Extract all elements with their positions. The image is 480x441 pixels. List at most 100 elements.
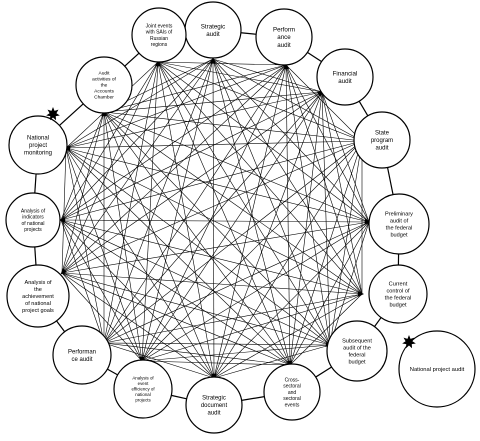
node-label-line: national [135, 392, 150, 397]
edge-strategic-audit-strategic-document-audit [212, 58, 215, 379]
node-label-line: audit of the [343, 345, 371, 351]
edge-strategic-audit-state-program-audit [212, 58, 363, 142]
ring-link-audit-activities-accounts-chamber [124, 52, 140, 67]
ring-link-subsequent-audit [315, 366, 332, 378]
edge-analysis-indicators-audit-activities-accounts-chamber [60, 111, 105, 221]
node-label-line: projects [135, 398, 151, 403]
edge-analysis-achievement-goals-national-project-monitoring [61, 147, 67, 274]
node-label-line: federal [348, 352, 365, 358]
node-label-line: ance [277, 34, 291, 41]
edge-state-program-audit-joint-events-sai [157, 61, 363, 142]
ring-link-state-program-audit [386, 167, 394, 195]
edge-strategic-audit-preliminary-audit [212, 58, 370, 223]
edge-preliminary-audit-cross-sectoral-events [289, 221, 370, 366]
node-label-line: the federal [385, 295, 411, 301]
node-label-line: budget [348, 359, 366, 365]
node-label-line: Chamber [94, 95, 114, 101]
node-label-line: the [34, 287, 42, 293]
arrowhead-current-control [357, 291, 364, 297]
edge-preliminary-audit-strategic-document-audit [213, 221, 370, 379]
edge-preliminary-audit-joint-events-sai [157, 61, 370, 223]
node-label-line: audit [375, 146, 388, 152]
node-label-line: of national [21, 221, 44, 227]
edge-performance-audit-top-joint-events-sai [157, 61, 287, 66]
arrowhead-analysis-indicators [59, 217, 66, 223]
ring-link-strategic-audit [240, 32, 257, 35]
node-label-line: regions [151, 42, 168, 48]
edge-financial-audit-performance-audit-left [103, 91, 323, 344]
edge-strategic-audit-cross-sectoral-events [212, 58, 291, 366]
node-label-line: the [101, 83, 108, 89]
node-circle [263, 363, 321, 421]
edge-state-program-audit-national-project-monitoring [65, 140, 363, 149]
edge-strategic-document-audit-joint-events-sai [157, 61, 215, 379]
edge-strategic-document-audit-national-project-monitoring [65, 147, 215, 379]
edge-financial-audit-subsequent-audit [321, 91, 331, 346]
edge-subsequent-audit-national-project-monitoring [65, 147, 331, 346]
edge-subsequent-audit-audit-activities-accounts-chamber [103, 111, 331, 346]
node-label-line: Joint events [146, 23, 173, 29]
node-label-line: indicators [22, 215, 44, 221]
node-label-line: projects [24, 227, 42, 233]
node-label-line: Performan [68, 349, 96, 355]
node-label-line: control of [386, 288, 409, 294]
edge-current-control-analysis-event-efficiency [141, 293, 363, 362]
node-circle [8, 115, 68, 175]
edge-strategic-audit-financial-audit [212, 58, 323, 93]
node-circle [185, 376, 243, 434]
edge-state-program-audit-audit-activities-accounts-chamber [103, 111, 363, 142]
node-label-line: efficiency of [131, 387, 155, 392]
edge-financial-audit-current-control [321, 91, 363, 295]
node-label-line: of national [25, 301, 51, 307]
ring-link-national-project-monitoring [59, 103, 84, 126]
edge-performance-audit-left-national-project-monitoring [65, 147, 105, 344]
node-circle [113, 359, 173, 419]
node-circle [52, 325, 112, 385]
node-label-line: Accounts [94, 89, 114, 95]
arrowhead-strategic-audit [210, 57, 216, 64]
edge-strategic-document-audit-analysis-achievement-goals [61, 272, 215, 379]
node-group: StrategicauditPerformanceauditFinanciala… [5, 1, 430, 434]
edge-state-program-audit-analysis-event-efficiency [141, 140, 363, 362]
edge-financial-audit-national-project-monitoring [65, 91, 323, 149]
edge-current-control-joint-events-sai [157, 61, 363, 295]
node-label-line: event [138, 381, 150, 386]
edge-subsequent-audit-strategic-document-audit [213, 344, 331, 379]
node-label-line: monitoring [24, 151, 52, 157]
node-label-line: project [29, 143, 47, 149]
edge-subsequent-audit-performance-audit-left [103, 342, 331, 346]
node-label-line: Russian [150, 36, 168, 42]
edge-state-program-audit-analysis-indicators [60, 140, 363, 221]
node-label-line: document [201, 403, 228, 409]
edge-financial-audit-analysis-indicators [60, 91, 323, 221]
edge-state-program-audit-subsequent-audit [329, 140, 363, 346]
star-marker-icon [46, 107, 60, 121]
edge-financial-audit-analysis-event-efficiency [141, 91, 323, 362]
edge-cross-sectoral-events-audit-activities-accounts-chamber [103, 111, 291, 366]
edge-preliminary-audit-performance-audit-left [103, 221, 370, 344]
node-label-line: State [375, 131, 390, 137]
node-label-line: sectoral [283, 396, 301, 402]
edge-analysis-achievement-goals-audit-activities-accounts-chamber [61, 111, 105, 274]
node-label-line: Current [389, 281, 408, 287]
edge-subsequent-audit-analysis-event-efficiency [141, 344, 331, 362]
edge-performance-audit-left-analysis-indicators [60, 219, 105, 344]
edge-strategic-document-audit-audit-activities-accounts-chamber [103, 111, 215, 379]
edge-analysis-achievement-goals-joint-events-sai [61, 61, 159, 274]
node-circle [75, 56, 133, 114]
edge-state-program-audit-performance-audit-left [103, 140, 363, 344]
connection-lines [60, 58, 370, 379]
ring-link-financial-audit [358, 100, 369, 117]
edge-strategic-document-audit-analysis-indicators [60, 219, 215, 379]
edge-current-control-audit-activities-accounts-chamber [103, 111, 363, 295]
node-label-line: activities of [92, 77, 116, 83]
edge-subsequent-audit-analysis-indicators [60, 219, 331, 346]
node-label-line: with SAIs of [146, 30, 173, 36]
